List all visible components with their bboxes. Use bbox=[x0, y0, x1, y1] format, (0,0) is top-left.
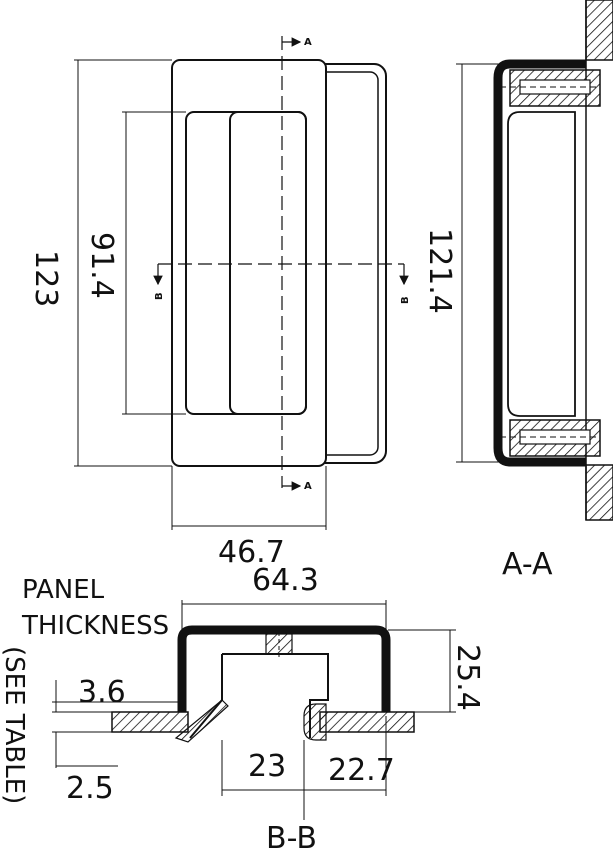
section-bb-view: 64.3 25.4 3.6 2.5 23 22.7 PANEL THICKNES… bbox=[0, 563, 485, 849]
dim-aa-height: 121.4 bbox=[422, 228, 457, 314]
panel-label: PANEL bbox=[22, 575, 105, 605]
section-b-right-label: B bbox=[400, 296, 411, 304]
section-aa-caption: A-A bbox=[502, 547, 553, 582]
section-aa-view: 121.4 A-A bbox=[422, 0, 613, 582]
dim-bb-flange: 3.6 bbox=[78, 675, 126, 710]
section-a-bottom-label: A bbox=[304, 481, 312, 492]
dim-bb-top-width: 64.3 bbox=[252, 563, 319, 598]
section-bb-caption: B-B bbox=[266, 821, 317, 849]
dim-outer-height: 123 bbox=[28, 250, 63, 307]
front-view: A A B B 123 91.4 46.7 bbox=[28, 36, 411, 570]
dim-bb-height: 25.4 bbox=[450, 644, 485, 711]
dim-bb-panel-min: 2.5 bbox=[66, 771, 114, 806]
section-b-left-label: B bbox=[154, 292, 165, 300]
dim-bb-inner-width: 23 bbox=[248, 749, 286, 784]
dim-inner-height: 91.4 bbox=[84, 232, 119, 299]
dim-width: 46.7 bbox=[218, 535, 285, 570]
see-table-label: (SEE TABLE) bbox=[0, 646, 29, 804]
thickness-label: THICKNESS bbox=[21, 611, 169, 641]
dim-bb-offset: 22.7 bbox=[328, 753, 395, 788]
section-a-top-label: A bbox=[304, 37, 312, 48]
